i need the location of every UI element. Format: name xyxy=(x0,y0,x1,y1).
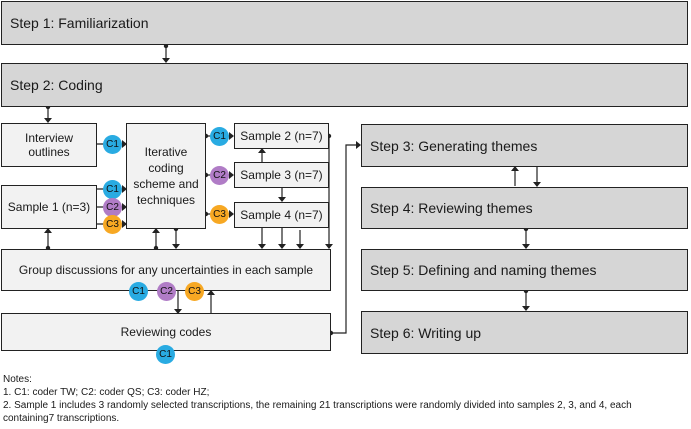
sample-1-label: Sample 1 (n=3) xyxy=(7,200,91,214)
sample-4-label: Sample 4 (n=7) xyxy=(240,208,323,222)
coder-c2-badge: C2 xyxy=(157,282,176,301)
step-6-label: Step 6: Writing up xyxy=(370,324,482,341)
coder-c3-badge: C3 xyxy=(103,215,122,234)
iterative-coding-box: Iterative coding scheme and techniques xyxy=(126,123,206,229)
coder-c1-badge: C1 xyxy=(129,282,148,301)
reviewing-codes-label: Reviewing codes xyxy=(120,325,212,339)
sample-1-box: Sample 1 (n=3) xyxy=(1,185,97,229)
sample-4-box: Sample 4 (n=7) xyxy=(234,202,329,228)
step-4-label: Step 4: Reviewing themes xyxy=(370,200,533,216)
interview-outlines-label: Interview outlines xyxy=(24,131,74,159)
notes-line-1: 1. C1: coder TW; C2: coder QS; C3: coder… xyxy=(3,387,210,398)
coder-c1-badge: C1 xyxy=(156,345,175,364)
step-1-label: Step 1: Familiarization xyxy=(10,15,149,31)
sample-3-label: Sample 3 (n=7) xyxy=(240,168,323,182)
step-4-box: Step 4: Reviewing themes xyxy=(361,187,688,229)
sample-2-label: Sample 2 (n=7) xyxy=(240,129,323,143)
coder-c1-badge: C1 xyxy=(103,135,122,154)
step-2-box: Step 2: Coding xyxy=(1,63,688,107)
iterative-coding-label: Iterative coding scheme and techniques xyxy=(133,145,199,207)
notes-section: Notes: 1. C1: coder TW; C2: coder QS; C3… xyxy=(3,373,683,425)
coder-c2-badge: C2 xyxy=(210,166,229,185)
step-5-box: Step 5: Defining and naming themes xyxy=(361,249,688,291)
coder-c1-badge: C1 xyxy=(210,127,229,146)
step-3-label: Step 3: Generating themes xyxy=(370,137,538,154)
coder-c3-badge: C3 xyxy=(210,205,229,224)
step-2-label: Step 2: Coding xyxy=(10,77,103,93)
step-6-box: Step 6: Writing up xyxy=(361,311,688,354)
step-1-box: Step 1: Familiarization xyxy=(1,1,688,45)
sample-2-box: Sample 2 (n=7) xyxy=(234,123,329,149)
group-discussions-box: Group discussions for any uncertainties … xyxy=(1,249,331,291)
step-5-label: Step 5: Defining and naming themes xyxy=(370,262,597,278)
coder-c3-badge: C3 xyxy=(185,282,204,301)
group-discussions-label: Group discussions for any uncertainties … xyxy=(18,263,314,277)
coder-c2-badge: C2 xyxy=(103,198,122,217)
notes-line-2: 2. Sample 1 includes 3 randomly selected… xyxy=(3,400,632,424)
interview-outlines-box: Interview outlines xyxy=(1,123,97,167)
sample-3-box: Sample 3 (n=7) xyxy=(234,162,329,188)
coder-c1-badge: C1 xyxy=(103,180,122,199)
step-3-box: Step 3: Generating themes xyxy=(361,124,688,167)
reviewing-codes-box: Reviewing codes xyxy=(1,313,331,351)
notes-heading: Notes: xyxy=(3,374,32,385)
